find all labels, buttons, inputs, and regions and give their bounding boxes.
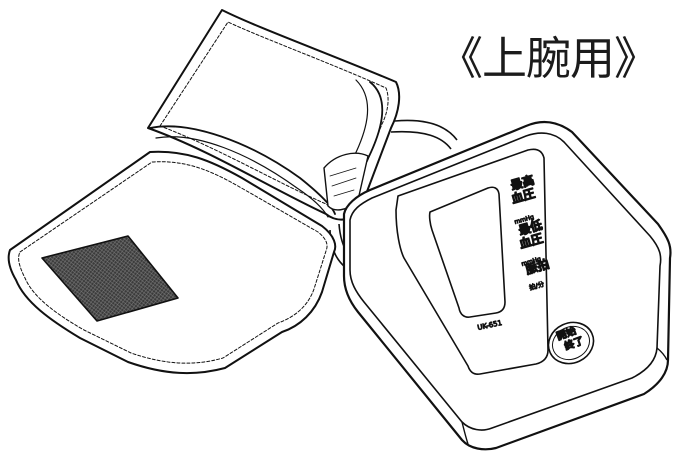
label-systolic: 最高血圧 [506, 172, 540, 206]
caption-upper-arm: 《上腕用》 [438, 32, 659, 85]
start-stop-button[interactable]: 開始終了 [542, 315, 601, 371]
label-pulse: 脈拍 [524, 256, 551, 277]
monitor: 最高血圧 mmHg 最低血圧 mmHg 脈拍 拍/分 UK-651 開始終了 [342, 120, 672, 451]
lcd-screen [428, 186, 506, 318]
arm-cuff [7, 9, 401, 375]
label-diastolic: 最低血圧 [514, 217, 548, 251]
cuff-strap [7, 150, 337, 375]
hook-and-loop-patch [41, 235, 179, 322]
